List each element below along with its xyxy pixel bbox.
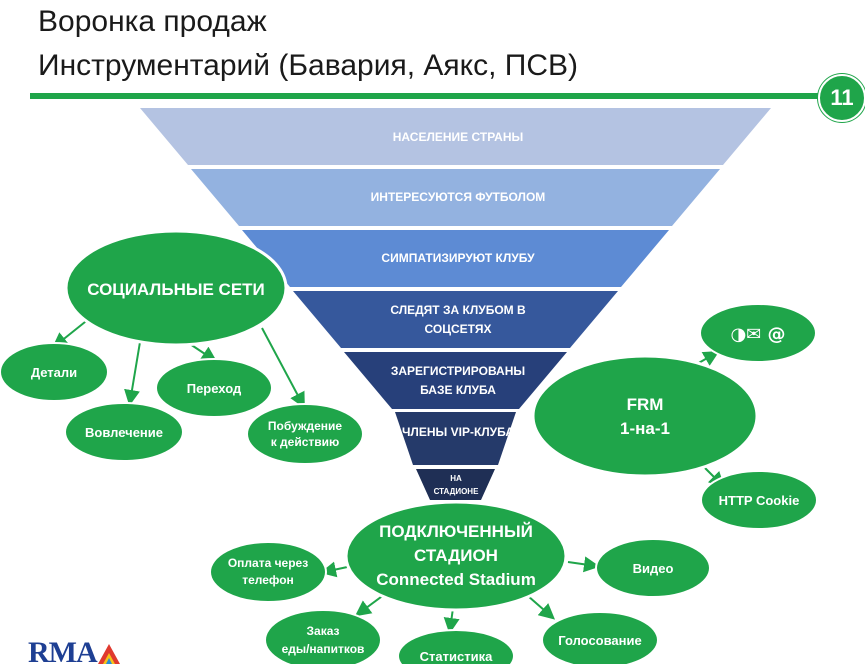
voting-label: Голосование xyxy=(558,633,642,648)
frm-sublabel: 1-на-1 xyxy=(620,419,670,438)
funnel-level-social-followers xyxy=(293,291,618,348)
details-label: Детали xyxy=(31,365,77,380)
funnel-level-population xyxy=(140,108,771,165)
connected-stadium-label-line3: Connected Stadium xyxy=(376,570,536,589)
funnel-level-club-sympathy xyxy=(242,230,669,287)
http-cookie-node xyxy=(700,470,818,530)
voting-node xyxy=(541,611,659,664)
call-to-action-label-line2: к действию xyxy=(271,435,340,449)
funnel-label-registered-line2: БАЗЕ КЛУБА xyxy=(420,383,496,397)
connected-stadium-node xyxy=(344,500,568,612)
funnel-level-vip xyxy=(395,412,516,465)
frm-group: FRM 1-на-1 ◑✉ @ HTTP Cookie xyxy=(531,303,818,530)
rma-logo: RMA xyxy=(28,636,98,669)
engagement-node xyxy=(64,402,184,462)
social-networks-node xyxy=(64,229,288,347)
food-order-label-line1: Заказ xyxy=(307,624,340,638)
connected-stadium-group: ПОДКЛЮЧЕННЫЙ СТАДИОН Connected Stadium О… xyxy=(209,500,711,664)
video-node xyxy=(595,538,711,598)
http-cookie-label: HTTP Cookie xyxy=(719,493,800,508)
contact-icons-label: ◑✉ @ xyxy=(730,324,785,345)
phone-payment-label-line1: Оплата через xyxy=(228,556,308,570)
funnel: НАСЕЛЕНИЕ СТРАНЫ ИНТЕРЕСУЮТСЯ ФУТБОЛОМ С… xyxy=(140,108,771,500)
frm-label: FRM xyxy=(627,395,664,414)
call-to-action-node xyxy=(246,403,364,465)
title-divider xyxy=(30,93,830,99)
funnel-label-football-interest: ИНТЕРЕСУЮТСЯ ФУТБОЛОМ xyxy=(371,190,546,204)
funnel-label-stadium-line1: НА xyxy=(450,474,462,483)
engagement-label: Вовлечение xyxy=(85,425,163,440)
rma-logo-mark xyxy=(98,644,120,664)
call-to-action-label-line1: Побуждение xyxy=(268,419,342,433)
connected-stadium-label-line2: СТАДИОН xyxy=(414,546,498,565)
food-order-label-line2: еды/напитков xyxy=(282,642,365,656)
connected-stadium-label-line1: ПОДКЛЮЧЕННЫЙ xyxy=(379,522,533,541)
funnel-label-registered-line1: ЗАРЕГИСТРИРОВАНЫ xyxy=(391,364,525,378)
contact-icons-node xyxy=(699,303,817,363)
social-networks-label: СОЦИАЛЬНЫЕ СЕТИ xyxy=(87,280,265,299)
funnel-level-football-interest xyxy=(191,169,720,226)
transition-label: Переход xyxy=(187,381,242,396)
funnel-label-population: НАСЕЛЕНИЕ СТРАНЫ xyxy=(393,130,523,144)
funnel-label-club-sympathy: СИМПАТИЗИРУЮТ КЛУБУ xyxy=(381,251,535,265)
details-node xyxy=(0,342,109,402)
phone-payment-node xyxy=(209,541,327,603)
funnel-label-stadium-line2: СТАДИОНЕ xyxy=(434,487,479,496)
video-label: Видео xyxy=(633,561,674,576)
statistics-node xyxy=(397,629,515,664)
slide-title: Воронка продаж xyxy=(38,5,267,38)
social-networks-group: СОЦИАЛЬНЫЕ СЕТИ Детали Вовлечение Перехо… xyxy=(0,229,364,465)
transition-node xyxy=(155,358,273,418)
funnel-label-social-line2: СОЦСЕТЯХ xyxy=(425,322,492,336)
funnel-level-stadium xyxy=(416,469,495,500)
phone-payment-label-line2: телефон xyxy=(242,573,294,587)
statistics-label: Статистика xyxy=(420,649,493,664)
food-order-node xyxy=(264,609,382,664)
funnel-label-vip: ЧЛЕНЫ VIP-КЛУБА xyxy=(402,425,514,439)
funnel-level-registered xyxy=(344,352,567,409)
funnel-label-social-line1: СЛЕДЯТ ЗА КЛУБОМ В xyxy=(390,303,526,317)
frm-node xyxy=(531,354,759,478)
slide-subtitle: Инструментарий (Бавария, Аякс, ПСВ) xyxy=(38,49,578,82)
